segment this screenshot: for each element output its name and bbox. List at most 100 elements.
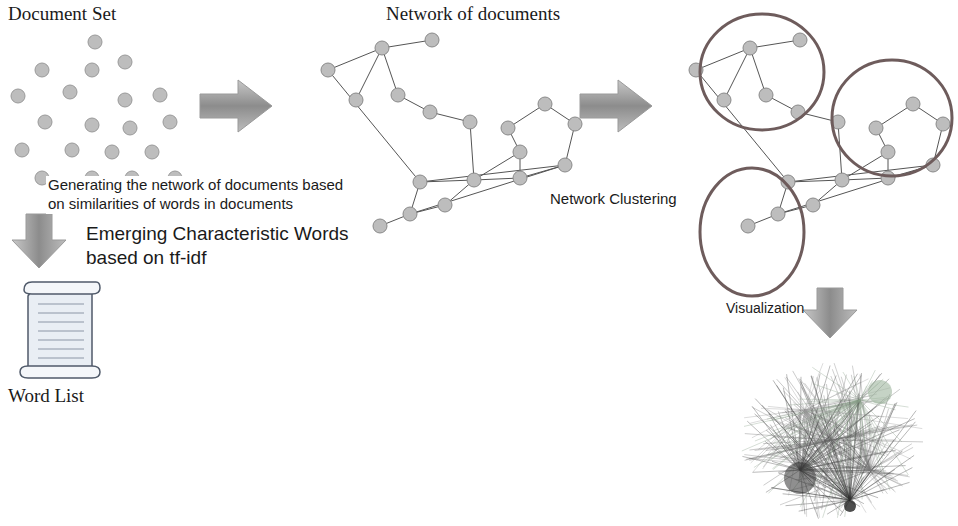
hairball-link (800, 374, 858, 470)
network-node (403, 207, 417, 221)
network-node (558, 158, 572, 172)
hairball-link (799, 379, 832, 441)
network-node (806, 198, 820, 212)
section-title: Network of documents (386, 2, 560, 26)
step-label: Visualization (726, 300, 804, 318)
scroll-text-line (38, 358, 84, 359)
network-node (467, 173, 481, 187)
network-node (906, 97, 920, 111)
hairball-link (844, 439, 851, 500)
hairball-link (800, 376, 861, 470)
hairball-link (789, 400, 860, 435)
network-node (375, 41, 389, 55)
hairball-link (870, 470, 883, 493)
hairball-link (850, 411, 916, 500)
network-node (771, 207, 785, 221)
document-dot (153, 88, 167, 102)
hairball-link (805, 394, 877, 410)
network-node (835, 173, 849, 187)
network-link (328, 48, 382, 70)
hairball-link (773, 400, 860, 469)
cluster-ring (700, 168, 804, 296)
document-network (321, 33, 582, 233)
document-dot (65, 143, 79, 157)
hairball-cluster (784, 462, 816, 494)
network-node (463, 115, 477, 129)
network-node (321, 63, 335, 77)
document-dot (63, 85, 77, 99)
hairball-cluster (844, 500, 856, 512)
hairball-link (827, 384, 833, 440)
document-dot (35, 63, 49, 77)
document-dot (85, 118, 99, 132)
hairball-link (755, 399, 850, 500)
hairball-link (799, 500, 850, 511)
scroll-body (28, 290, 92, 370)
network-node (349, 93, 363, 107)
network-node (391, 88, 405, 102)
scroll-lines (38, 304, 84, 358)
network-node (743, 41, 757, 55)
block-arrow (803, 288, 857, 338)
network-node (513, 145, 527, 159)
hairball-link (752, 410, 805, 438)
hairball-link (809, 400, 860, 401)
network-link (382, 40, 432, 48)
document-dot (163, 115, 177, 129)
network-node (881, 145, 895, 159)
hairball-link (742, 400, 860, 451)
scroll-curl (24, 282, 100, 294)
network-node (373, 219, 387, 233)
scroll-text-line (38, 313, 84, 314)
network-link (328, 70, 420, 182)
network-node (538, 97, 552, 111)
hairball-link (850, 451, 902, 500)
hairball-link (870, 451, 903, 470)
hairball-link (767, 409, 870, 470)
hairball-link (860, 400, 902, 442)
hairball-link (843, 372, 860, 400)
network-link (724, 48, 750, 100)
hairball-link (798, 392, 805, 410)
hairball-link (773, 380, 850, 500)
hairball-link (841, 377, 870, 470)
step-note: Generating the network of documents base… (46, 176, 350, 214)
network-node (741, 219, 755, 233)
hairball-link (805, 410, 862, 471)
hairball-link (752, 406, 800, 470)
block-arrow (580, 80, 652, 132)
scroll-text-line (38, 349, 84, 350)
cluster-ring (700, 14, 824, 130)
network-node (425, 33, 439, 47)
document-dot (11, 89, 25, 103)
document-dot (38, 115, 52, 129)
network-node (413, 175, 427, 189)
hairball-link (758, 410, 805, 450)
document-dot (118, 93, 132, 107)
network-node (793, 33, 807, 47)
step-label: Network Clustering (548, 190, 679, 209)
network-node (936, 117, 950, 131)
block-arrow (200, 80, 272, 132)
scroll-text-line (38, 340, 84, 341)
network-node (759, 88, 773, 102)
visualization-hairball (742, 363, 923, 519)
hairball-link (746, 440, 832, 459)
hairball-cluster (868, 380, 892, 404)
hairball-link (785, 418, 870, 470)
output-label: Word List (8, 384, 84, 408)
network-link (470, 122, 474, 180)
document-dot (118, 55, 132, 69)
hairball-link (860, 400, 885, 447)
hairball-link (832, 470, 870, 472)
hairball-link (821, 415, 851, 500)
network-link (356, 48, 382, 100)
step-note: Emerging Characteristic Words based on t… (86, 222, 378, 270)
document-dot (15, 143, 29, 157)
scroll-curl (20, 366, 100, 378)
hairball-link (800, 419, 915, 470)
hairball-link (785, 378, 805, 411)
hairball-link (805, 363, 823, 410)
network-node (568, 117, 582, 131)
network-node (438, 198, 452, 212)
